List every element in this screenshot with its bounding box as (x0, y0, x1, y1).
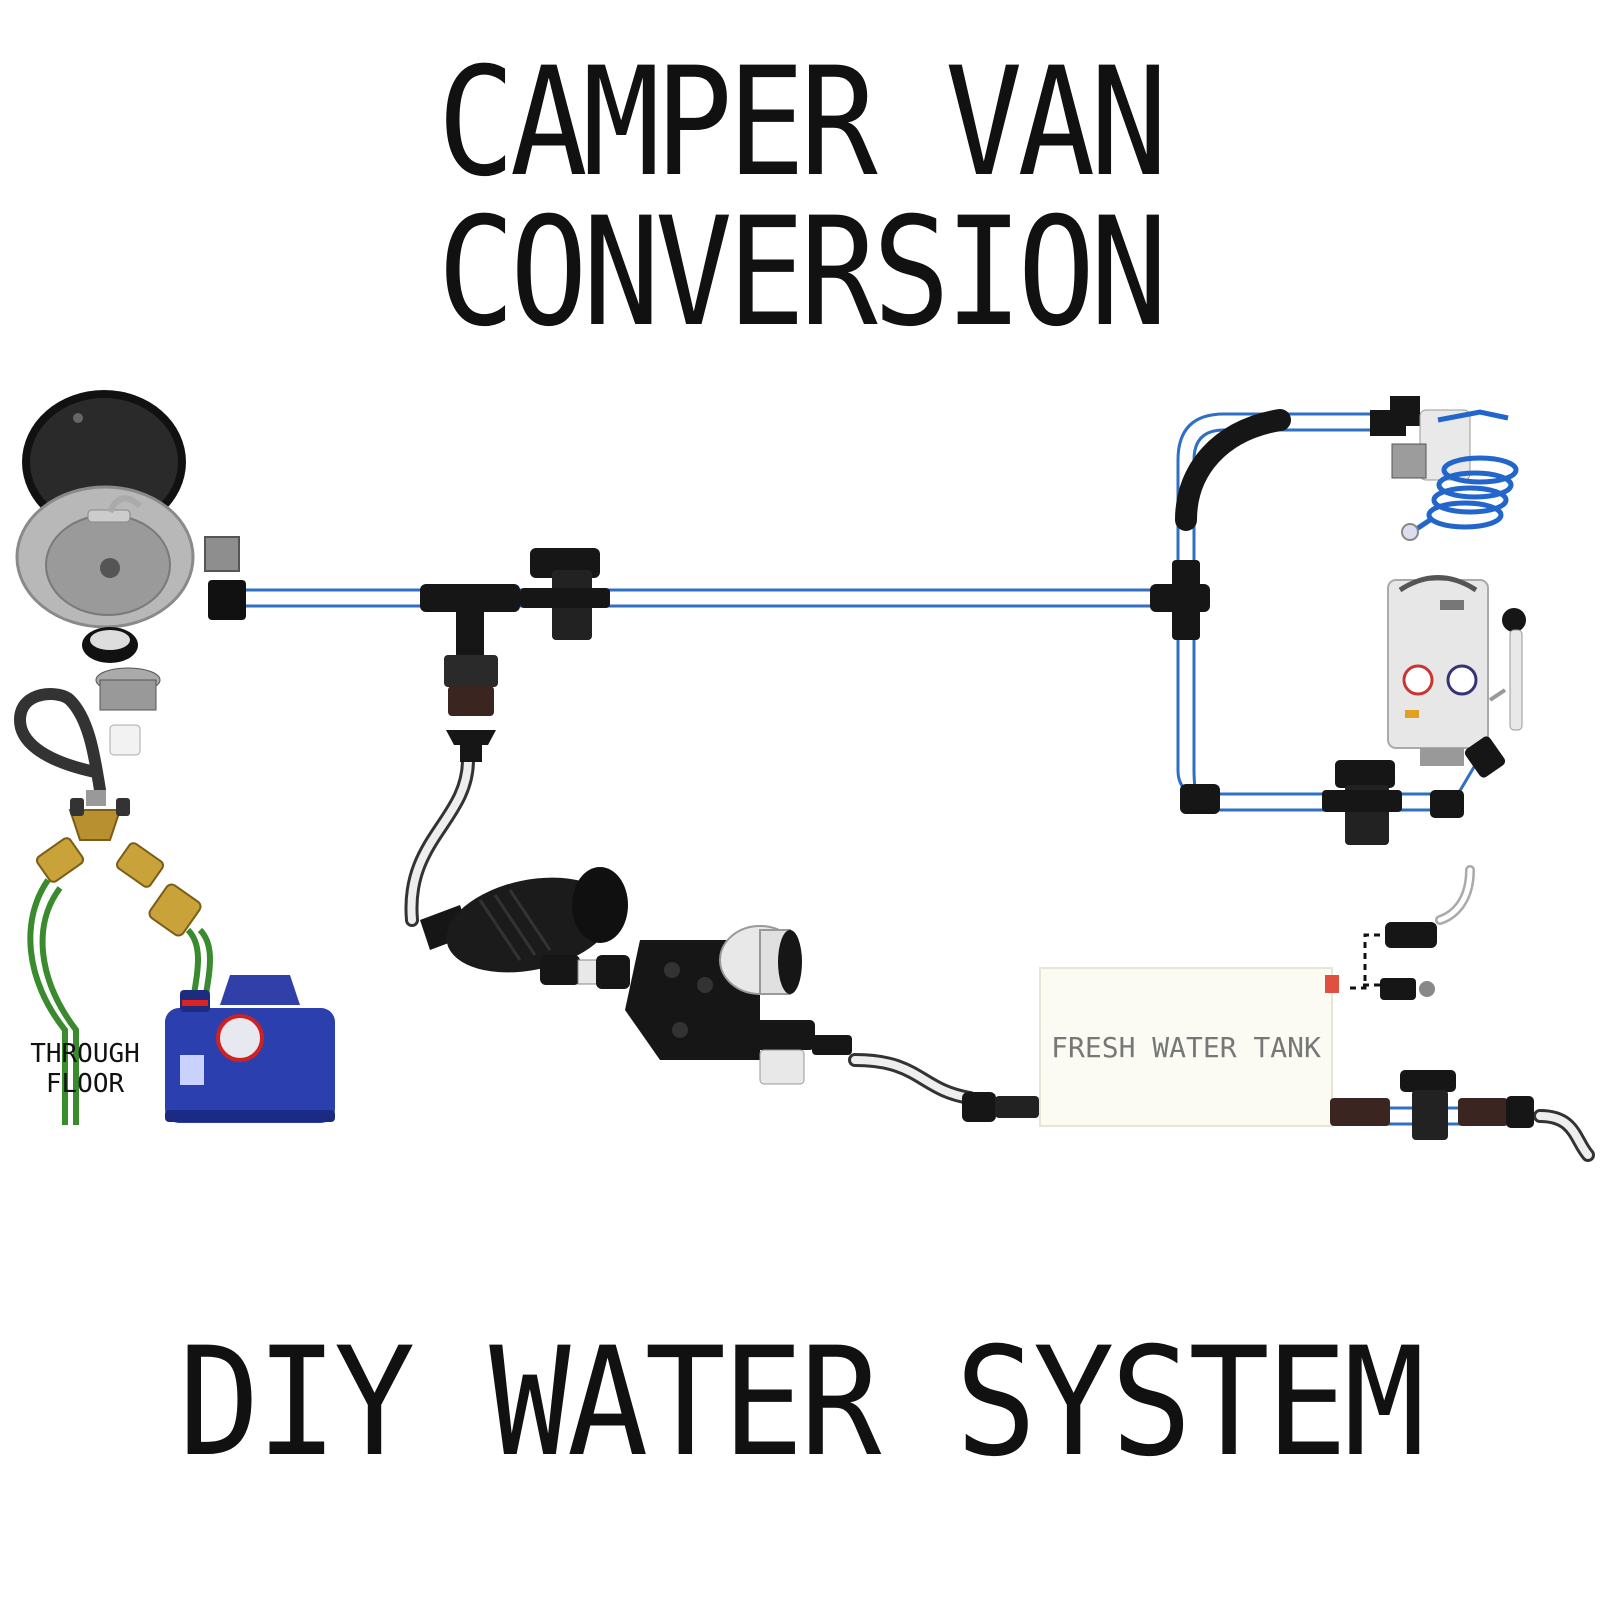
drain-hose-icon (13, 688, 106, 796)
pump-inlet-fittings (540, 955, 630, 989)
through-floor-label-line2: FLOOR (46, 1069, 125, 1099)
shower-valve-icon (1390, 396, 1471, 481)
inline-filter-icon (755, 1020, 852, 1085)
elbow-fitting-icon (204, 536, 246, 620)
water-pump-icon (625, 925, 802, 1060)
flex-hoses (404, 753, 1595, 1162)
sink-icon (15, 390, 195, 629)
fresh-water-tank-icon: FRESH WATER TANK (1039, 967, 1339, 1127)
shutoff-valve-icon (1322, 760, 1402, 845)
page-subtitle: DIY WATER SYSTEM (178, 1316, 1425, 1490)
coiled-sprayer-hose-icon (1401, 409, 1519, 541)
tee-fitting-icon (420, 584, 520, 716)
tee-fitting-icon (1150, 560, 1210, 640)
page-title: CAMPER VAN CONVERSION (437, 36, 1167, 360)
tankless-water-heater-icon (1387, 575, 1489, 766)
shutoff-valve-icon (520, 548, 610, 640)
tank-outlet-fitting-left (962, 1092, 1039, 1122)
y-splitter-icon (68, 790, 130, 841)
tank-fill-arrows (1345, 933, 1380, 990)
drain-strainer-icon (82, 627, 161, 756)
shutoff-valve-icon (1330, 1070, 1534, 1140)
elbow-fitting-icon (1175, 409, 1406, 531)
through-floor-label-line1: THROUGH (30, 1039, 140, 1069)
accumulator-tank-icon (420, 867, 628, 973)
tank-fill-fittings (1380, 922, 1437, 1000)
shower-head-icon (1488, 608, 1526, 731)
quick-connect-icon (35, 837, 202, 937)
water-jug-icon (165, 975, 335, 1123)
elbow-fitting-icon (1180, 736, 1506, 818)
green-hoses (27, 878, 213, 1125)
tank-label: FRESH WATER TANK (1051, 1031, 1321, 1064)
hose-barb-icon (446, 730, 496, 762)
